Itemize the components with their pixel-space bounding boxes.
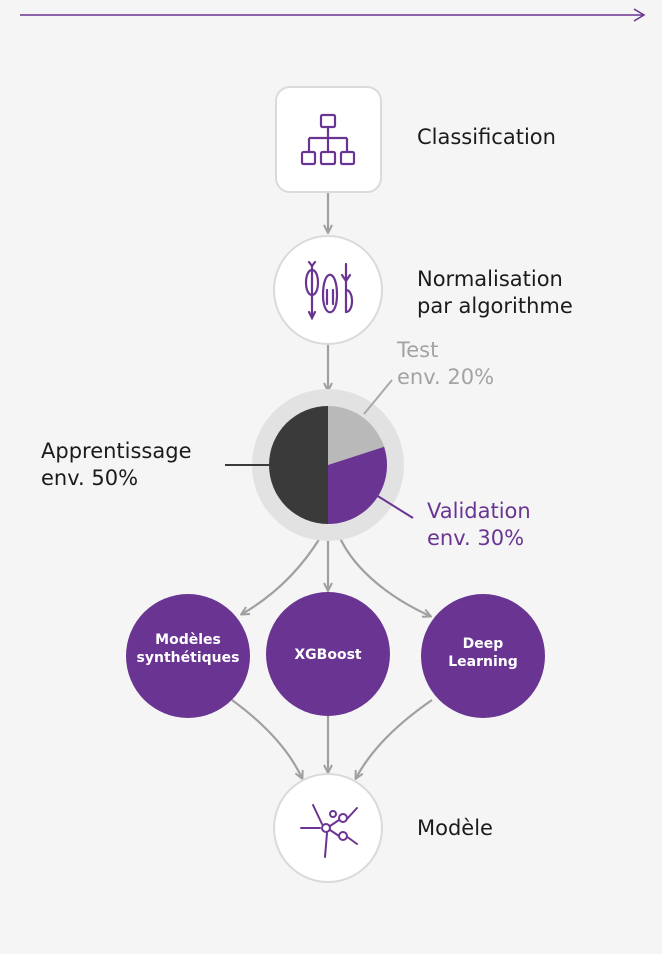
top-arrow-line — [20, 8, 646, 22]
deep-learning-node — [421, 594, 545, 718]
normalisation-label: Normalisation par algorithme — [417, 266, 573, 320]
train-label-line1: Apprentissage — [41, 439, 192, 463]
classification-label: Classification — [417, 125, 556, 149]
synthetic-models-text: Modèles synthétiques — [128, 631, 248, 667]
xgboost-text: XGBoost — [294, 647, 362, 663]
pie-slice-test — [328, 406, 385, 465]
normalisation-label-line2: par algorithme — [417, 294, 573, 318]
pie-slice-apprentissage — [269, 406, 328, 524]
leader-test — [363, 379, 393, 415]
deep-learning-line1: Deep — [462, 636, 504, 652]
connectors — [231, 193, 433, 778]
synthetic-models-line2: synthétiques — [136, 650, 240, 666]
connector-synthetic-model — [231, 699, 302, 778]
test-label: Test env. 20% — [397, 337, 494, 391]
xgboost-node — [266, 592, 390, 716]
deep-learning-line2: Learning — [448, 654, 518, 670]
split-leaders — [225, 379, 414, 519]
classification-node — [275, 86, 382, 193]
model-node — [273, 773, 383, 883]
synthetic-models-node — [126, 594, 250, 718]
synthetic-models-line1: Modèles — [155, 632, 221, 648]
network-nodes-icon — [300, 804, 358, 858]
connector-split-deep — [339, 537, 430, 616]
validation-label-line1: Validation — [427, 499, 531, 523]
validation-label-line2: env. 30% — [427, 526, 525, 550]
normalisation-node — [273, 235, 383, 345]
connector-split-synthetic — [242, 537, 321, 614]
deep-learning-text: Deep Learning — [423, 635, 543, 671]
train-label-line2: env. 50% — [41, 466, 139, 490]
test-label-line1: Test — [397, 338, 439, 362]
hierarchy-icon — [300, 113, 356, 166]
model-label: Modèle — [417, 816, 493, 840]
connector-deep-model — [356, 699, 433, 778]
validation-label: Validation env. 30% — [427, 498, 531, 552]
loop-arrows-icon — [304, 260, 354, 321]
pie-slice-validation — [328, 446, 387, 524]
test-label-line2: env. 20% — [397, 365, 495, 389]
train-label: Apprentissage env. 50% — [41, 438, 192, 492]
normalisation-label-line1: Normalisation — [417, 267, 563, 291]
leader-validation — [375, 494, 414, 519]
split-pie — [252, 389, 404, 541]
